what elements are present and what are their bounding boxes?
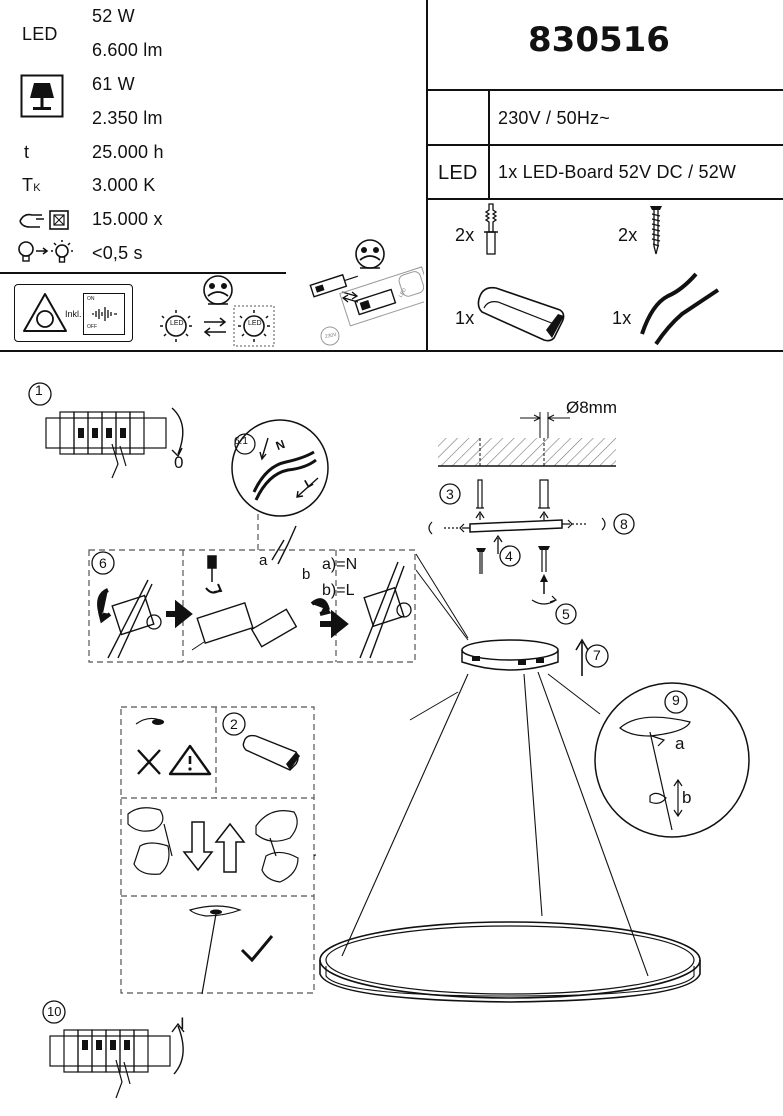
color-temp-label: TK xyxy=(22,175,41,195)
cables-icon xyxy=(640,272,720,346)
step9-b-label: b xyxy=(682,788,692,807)
step8-number: 8 xyxy=(620,516,628,532)
step61-number: 6.1 xyxy=(234,436,248,447)
step1-number: 1 xyxy=(35,382,43,398)
cleaning-cloth-icon xyxy=(477,286,565,342)
led-label: LED xyxy=(22,24,58,44)
drill-diameter-label: Ø8mm xyxy=(566,398,617,417)
led-divider xyxy=(426,198,783,200)
model-divider xyxy=(426,89,783,91)
step10-on-label: I xyxy=(180,1014,185,1033)
part-qty-cables: 1x xyxy=(612,308,632,328)
step7-lift-arrow xyxy=(575,638,609,676)
step1-breaker-diagram xyxy=(28,382,184,479)
step1-off-label: 0 xyxy=(174,453,184,472)
spec-divider xyxy=(0,272,286,274)
led-row-label: LED xyxy=(438,162,478,184)
table-col-divider xyxy=(488,89,490,199)
header-vertical-divider xyxy=(426,0,428,350)
dimmer-incl-label: Inkl. xyxy=(65,309,82,319)
ceiling-mount-diagram xyxy=(428,412,635,625)
voltage-value: 230V / 50Hz~ xyxy=(498,108,610,128)
wire-b-label: b xyxy=(302,566,311,583)
voltage-divider xyxy=(426,144,783,146)
life-value: 25.000 h xyxy=(92,142,164,162)
bulb-led-label-right: LED xyxy=(248,320,262,327)
dimmer-switch-icon: ON OFF xyxy=(83,293,125,335)
step2-number: 2 xyxy=(230,716,238,732)
color-temp-value: 3.000 K xyxy=(92,175,156,195)
led-board-value: 1x LED-Board 52V DC / 52W xyxy=(498,162,737,182)
step9-number: 9 xyxy=(672,692,680,708)
step4-number: 4 xyxy=(505,548,513,564)
wire-l-definition: b)=L xyxy=(322,582,355,599)
step6-number: 6 xyxy=(99,555,107,571)
startup-value: <0,5 s xyxy=(92,243,143,263)
step2-handling-diagram xyxy=(120,706,316,995)
wall-plug-icon xyxy=(484,203,498,255)
step10-breaker-diagram xyxy=(42,1000,185,1099)
dimmer-included-box: Inkl. ON OFF xyxy=(14,284,133,342)
step10-number: 10 xyxy=(47,1004,62,1019)
led-not-replaceable-icon xyxy=(160,275,275,347)
life-label: t xyxy=(24,142,30,162)
part-qty-cloth: 1x xyxy=(455,308,475,328)
lamp-power: 61 W xyxy=(92,74,135,94)
led-power: 52 W xyxy=(92,6,135,26)
driver-replacement-icon xyxy=(309,239,424,346)
model-number: 830516 xyxy=(528,20,670,60)
step9-a-label: a xyxy=(675,734,685,753)
header-bottom-divider xyxy=(0,350,783,352)
switch-cycles-icon xyxy=(16,207,74,233)
pendant-lamp-drawing xyxy=(319,639,701,1003)
step9-height-adjust-detail xyxy=(594,682,750,838)
screw-icon xyxy=(650,206,662,255)
dimmer-icon xyxy=(23,293,67,332)
wire-a-label: a xyxy=(259,552,268,569)
cycles-value: 15.000 x xyxy=(92,209,163,229)
part-qty-screw: 2x xyxy=(618,225,638,245)
step6-connection-diagram xyxy=(88,514,469,663)
lamp-lumen: 2.350 lm xyxy=(92,108,163,128)
step61-wire-detail xyxy=(231,419,329,517)
led-lumen: 6.600 lm xyxy=(92,40,163,60)
lamp-icon xyxy=(20,74,64,118)
startup-time-icon xyxy=(14,238,78,268)
wire-n-definition: a)=N xyxy=(322,556,358,573)
step3-number: 3 xyxy=(446,486,454,502)
part-qty-wall-plug: 2x xyxy=(455,225,475,245)
step7-number: 7 xyxy=(593,647,601,663)
step5-number: 5 xyxy=(562,606,570,622)
bulb-led-label-left: LED xyxy=(170,320,184,327)
